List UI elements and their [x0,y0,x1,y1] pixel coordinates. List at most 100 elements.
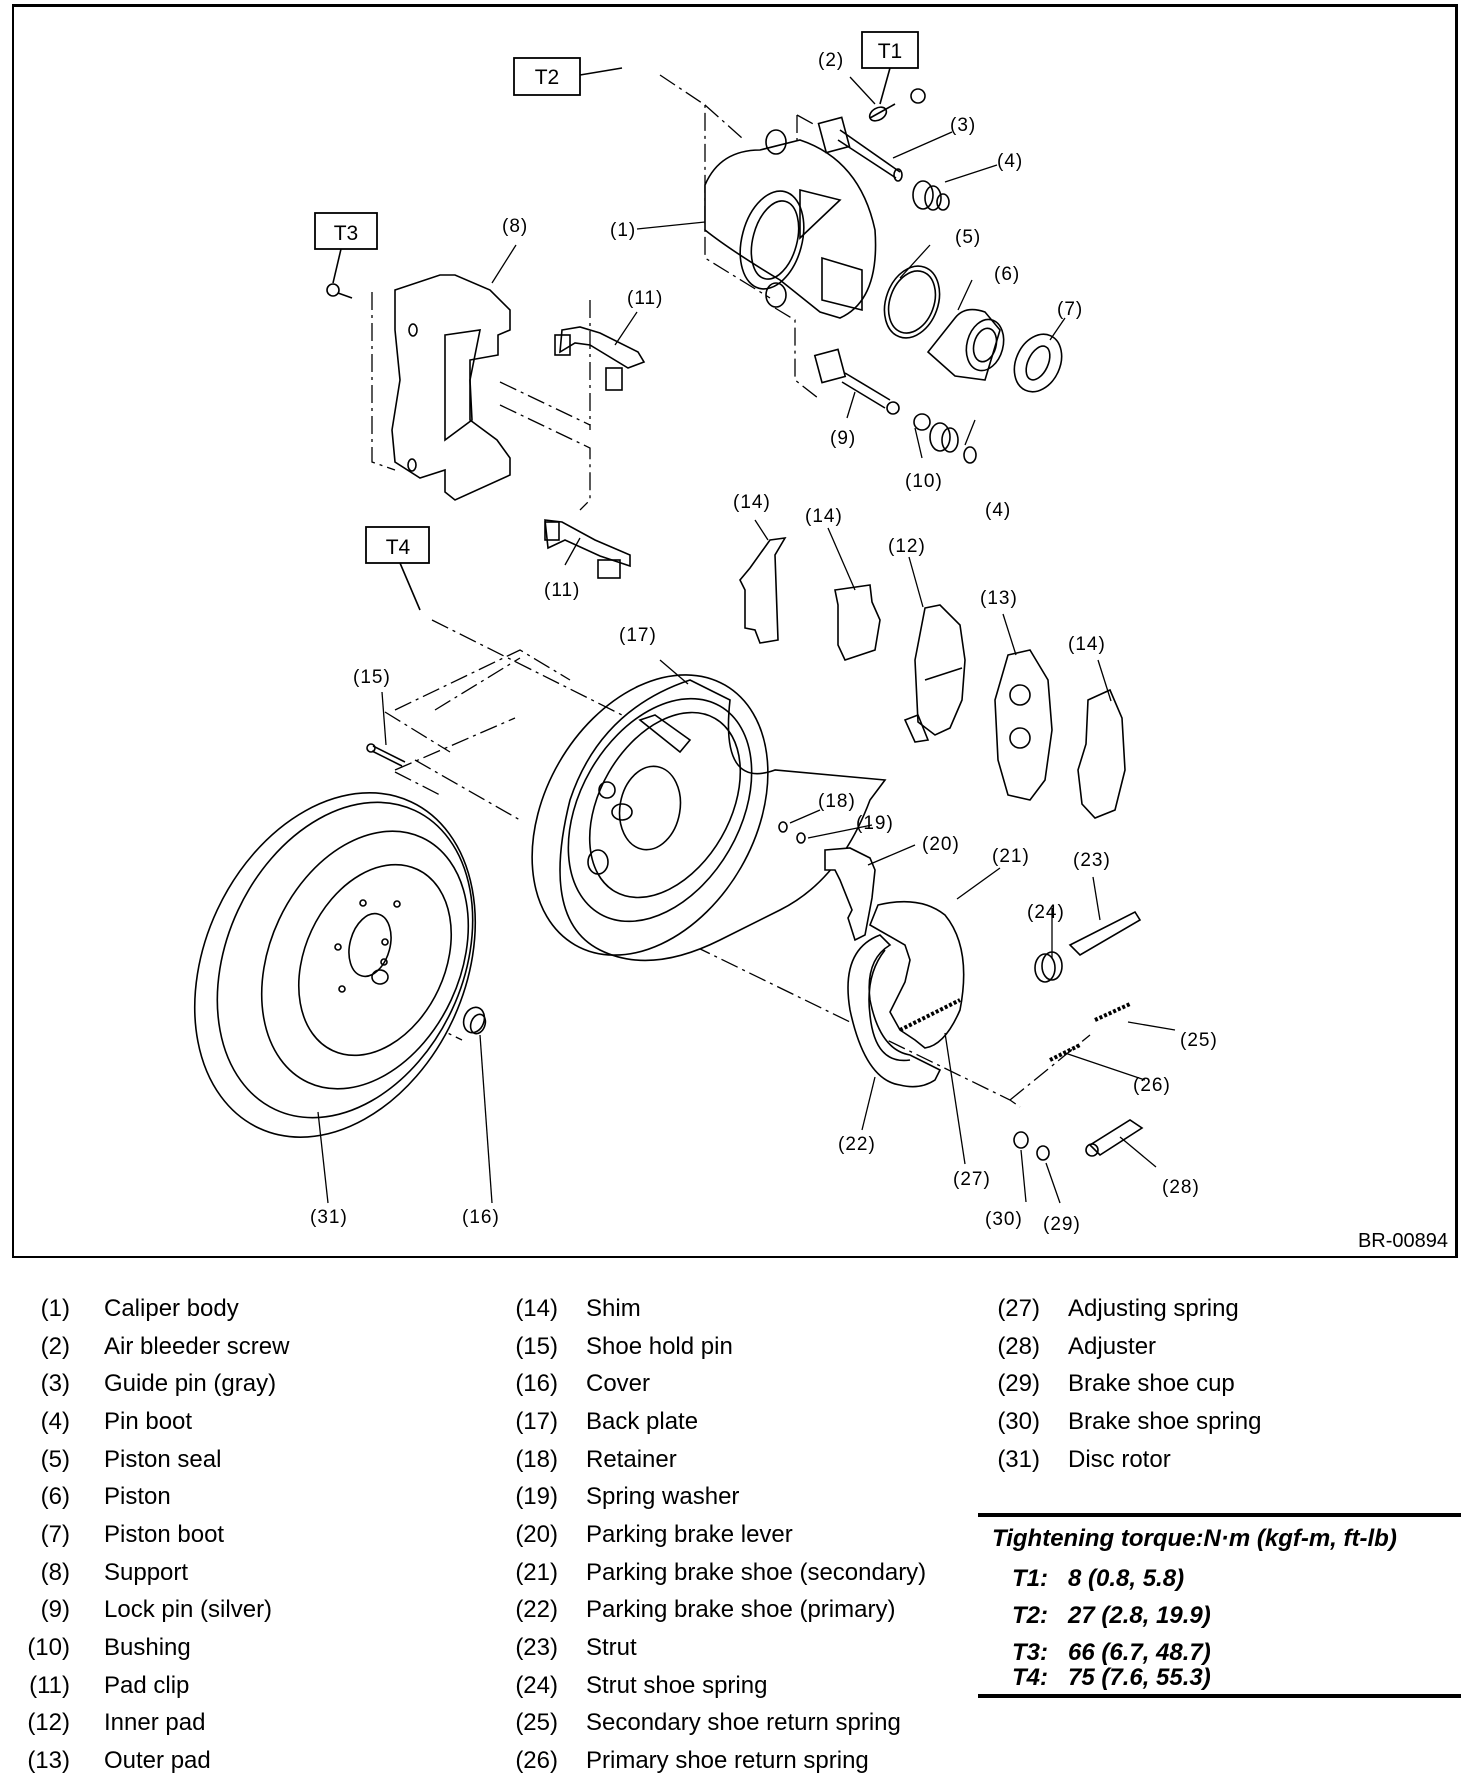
legend-item-number: (12) [27,1709,70,1737]
legend-item: (14)Shim [480,1290,926,1328]
legend-item-number: (31) [997,1445,1040,1473]
caliper-body-part [704,129,877,319]
back-plate-part [531,674,887,962]
legend-item-name: Guide pin (gray) [104,1370,277,1398]
exploded-brake-diagram: T1 T2 T3 T4 [193,31,1217,1235]
legend-item-name: Disc rotor [1068,1445,1171,1473]
legend-item-name: Strut [586,1634,637,1662]
callout-28: (28) [1162,1177,1200,1198]
legend-item: (6) Piston [0,1478,289,1516]
callout-7: (7) [1057,299,1083,320]
torque-value: 75 (7.6, 55.3) [1068,1664,1211,1691]
legend-item-number: (11) [29,1671,70,1699]
torque-key: T1: [1012,1565,1048,1592]
callout-11b: (11) [544,580,580,601]
callout-10: (10) [905,471,943,492]
legend-item-name: Shoe hold pin [586,1332,733,1360]
legend-item: (18)Retainer [480,1441,926,1479]
legend-item-name: Secondary shoe return spring [586,1709,901,1737]
legend-item-name: Inner pad [104,1709,206,1737]
legend-item-number: (30) [997,1407,1040,1435]
callout-4b: (4) [985,500,1011,521]
legend-item-name: Adjusting spring [1068,1294,1239,1322]
legend-item-name: Brake shoe cup [1068,1370,1235,1398]
torque-value: 66 (6.7, 48.7) [1068,1639,1211,1666]
legend-item: (8)Support [0,1554,289,1592]
legend-item-name: Caliper body [104,1294,239,1322]
callout-21: (21) [992,846,1030,867]
legend-item-number: (26) [515,1747,558,1775]
piston-boot-part [1013,333,1063,393]
callout-20: (20) [922,834,960,855]
legend-item-name: Retainer [586,1445,677,1473]
torque-tag-t1: T1 [861,31,919,105]
legend-item-number: (29) [997,1370,1040,1398]
legend-item: (19)Spring washer [480,1478,926,1516]
shim-part [739,536,1126,819]
pad-clip-part [544,326,646,579]
callout-11a: (11) [627,288,663,309]
pin-boot-part [912,180,977,464]
callout-23: (23) [1073,850,1111,871]
callout-30: (30) [985,1209,1023,1230]
legend-item-name: Outer pad [104,1747,211,1775]
legend-item: (7)Piston boot [0,1516,289,1554]
legend-item-name: Cover [586,1370,651,1398]
legend-item-number: (20) [515,1520,558,1548]
legend-column-2: (14)Shim(15)Shoe hold pin(16)Cover(17)Ba… [480,1290,926,1780]
strut-shoe-spring-part [1034,951,1063,983]
torque-tag-t2: T2 [513,57,623,96]
torque-key: T3: [1012,1639,1048,1666]
legend-item: (31) Disc rotor [962,1441,1261,1479]
piston-seal-part [883,265,941,339]
parking-brake-lever-part [824,847,876,942]
callout-31: (31) [310,1207,348,1228]
figure-id: BR-00894 [1357,1230,1448,1252]
legend-item-number: (10) [27,1634,70,1662]
brake-shoe-spring-part [1013,1131,1029,1149]
torque-key: T2: [1012,1602,1048,1629]
callout-27: (27) [953,1169,991,1190]
legend-item: (10)Bushing [0,1629,289,1667]
legend-item: (17)Back plate [480,1403,926,1441]
torque-table: Tightening torque:N·m (kgf-m, ft-lb) T1:… [978,1513,1461,1698]
legend-item-name: Piston [104,1483,171,1511]
leader-lines [317,76,1176,1204]
legend-item: (30)Brake shoe spring [962,1403,1261,1441]
legend-item: (24)Strut shoe spring [480,1667,926,1705]
legend-item-number: (27) [997,1294,1040,1322]
legend-item: (1)Caliper body [0,1290,289,1328]
legend-item: (22)Parking brake shoe (primary) [480,1592,926,1630]
torque-row: T4: 75 (7.6, 55.3) [1012,1664,1211,1692]
legend-item-name: Piston boot [104,1520,225,1548]
torque-tag-t3: T3 [314,212,378,284]
legend-item-number: (6) [40,1483,70,1511]
parking-brake-shoe-part [847,900,965,1088]
lock-pin-part [813,348,900,415]
callout-1: (1) [610,220,636,241]
svg-text:T3: T3 [334,222,359,245]
outer-pad-part [994,649,1053,801]
spring-washer-part [796,832,806,844]
callout-24: (24) [1027,902,1065,923]
callout-2: (2) [818,50,844,71]
legend-item: (23) Strut [480,1629,926,1667]
callout-4a: (4) [997,151,1023,172]
legend-item: (13)Outer pad [0,1742,289,1780]
guide-pin-part [817,116,903,182]
legend-item-number: (21) [515,1558,558,1586]
adjuster-part [1085,1119,1144,1157]
torque-row: T2: 27 (2.8, 19.9) [1012,1602,1211,1630]
legend-item-name: Piston seal [104,1445,222,1473]
support-part [326,274,511,501]
legend-item-number: (4) [40,1407,70,1435]
legend-item: (12) Inner pad [0,1705,289,1743]
disc-rotor-part [193,792,477,1138]
legend-item: (16)Cover [480,1365,926,1403]
legend-item: (26)Primary shoe return spring [480,1742,926,1780]
legend-item: (25)Secondary shoe return spring [480,1705,926,1743]
legend-item-number: (23) [515,1634,558,1662]
strut-part [1068,910,1142,957]
torque-value: 27 (2.8, 19.9) [1068,1602,1211,1629]
callout-14a: (14) [733,492,771,513]
